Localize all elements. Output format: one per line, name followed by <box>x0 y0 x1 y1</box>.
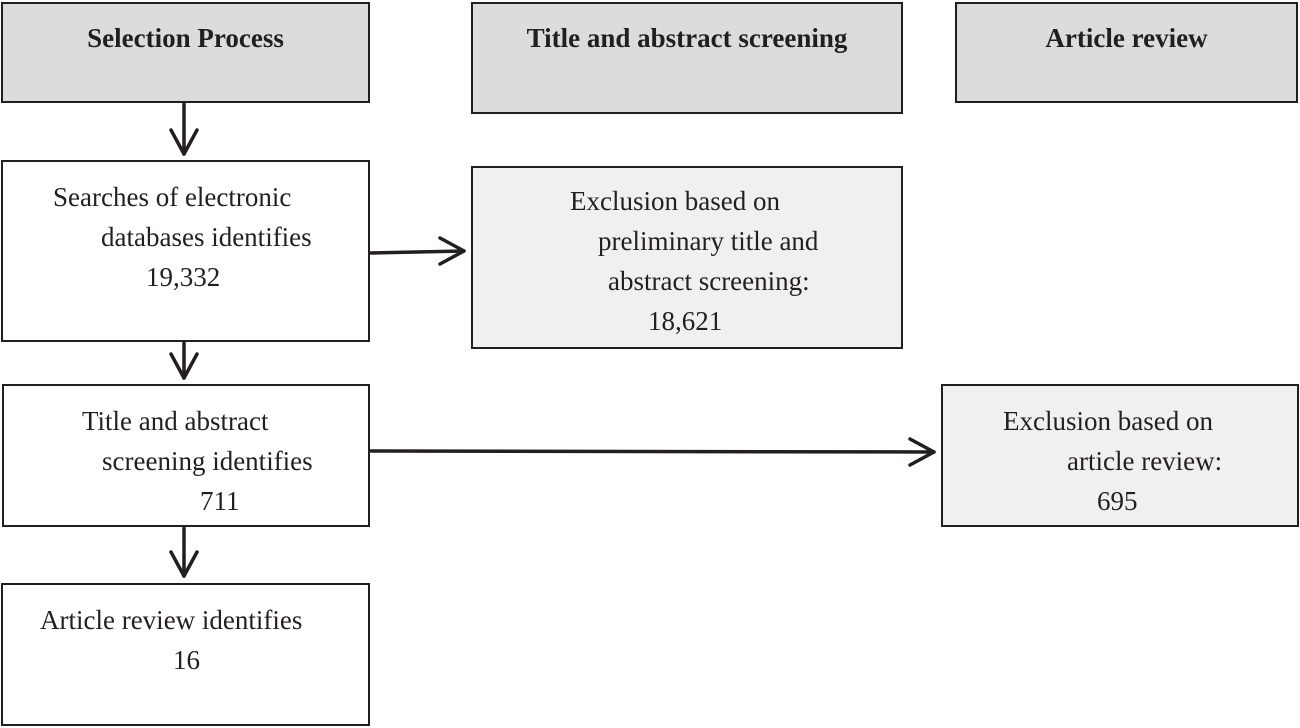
exclusion-prelim-count: 18,621 <box>648 306 723 336</box>
exclusion-prelim-box: Exclusion based on preliminary title and… <box>471 166 903 349</box>
exclusion-article-box: Exclusion based on article review: 695 <box>941 384 1299 527</box>
down-arrow-2 <box>169 341 199 380</box>
down-arrow-1 <box>169 102 199 156</box>
exclusion-article-line-1: Exclusion based on <box>1003 406 1213 436</box>
article-review-header: Article review <box>955 2 1298 103</box>
title-abstract-screening-header: Title and abstract screening <box>471 2 903 114</box>
screening-box: Title and abstract screening identifies … <box>2 384 370 527</box>
exclusion-article-line-2: article review: <box>1067 446 1223 476</box>
exclusion-prelim-line-1: Exclusion based on <box>570 186 780 216</box>
right-arrow-1 <box>369 236 466 266</box>
screening-line-1: Title and abstract <box>82 406 269 436</box>
searches-count: 19,332 <box>146 262 221 292</box>
screening-line-2: screening identifies <box>102 446 313 476</box>
title-abstract-screening-header-label: Title and abstract screening <box>526 23 848 53</box>
screening-count: 711 <box>200 486 240 516</box>
searches-line-2: databases identifies <box>101 222 312 252</box>
article-review-count: 16 <box>173 645 200 675</box>
exclusion-prelim-line-3: abstract screening: <box>608 266 810 296</box>
article-review-line-1: Article review identifies <box>40 605 303 635</box>
exclusion-article-count: 695 <box>1097 486 1138 516</box>
down-arrow-3 <box>169 526 199 578</box>
exclusion-prelim-line-2: preliminary title and <box>598 226 819 256</box>
selection-process-header-label: Selection Process <box>87 23 284 53</box>
searches-line-1: Searches of electronic <box>53 182 292 212</box>
article-review-header-label: Article review <box>1045 23 1208 53</box>
selection-process-header: Selection Process <box>1 2 370 103</box>
article-review-box: Article review identifies 16 <box>1 583 370 726</box>
right-arrow-2 <box>369 437 936 467</box>
searches-box: Searches of electronic databases identif… <box>1 160 370 342</box>
